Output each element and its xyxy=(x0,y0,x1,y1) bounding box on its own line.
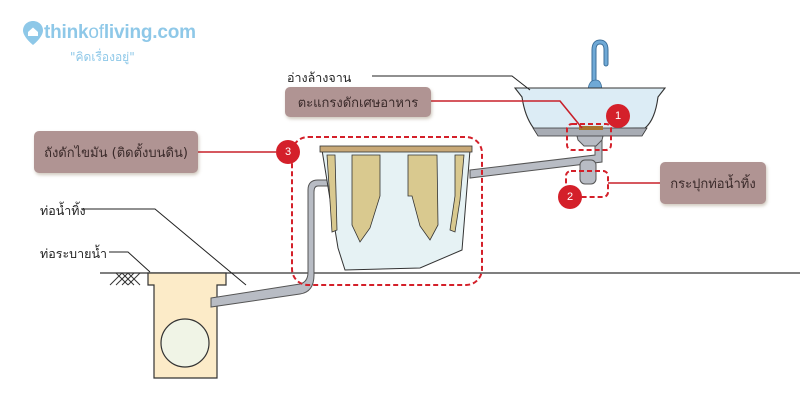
marker-2: 2 xyxy=(558,185,582,209)
tank-wall-right xyxy=(449,154,465,233)
brand-logo: thinkofliving.com "คิดเรื่องอยู่" xyxy=(22,20,196,67)
marker-3: 3 xyxy=(276,140,300,164)
tank-baffle-left xyxy=(351,154,381,243)
food-strainer xyxy=(579,126,603,130)
waste-pipe xyxy=(210,179,329,308)
tank-wall-left xyxy=(326,154,338,233)
highlight-strainer xyxy=(566,123,612,151)
label-drainage-pipe: ท่อระบายน้ำ xyxy=(40,246,108,261)
leader-drainage-pipe xyxy=(109,251,151,273)
tank-lid xyxy=(319,145,473,153)
brand-tagline: "คิดเรื่องอยู่" xyxy=(70,50,135,64)
label-grease-trap: ถังดักไขมัน (ติดตั้งบนดิน) xyxy=(34,131,198,173)
drainage-pipe-section xyxy=(160,318,210,368)
grease-trap-tank-body xyxy=(321,149,471,271)
ground-hatch-icon xyxy=(109,272,141,286)
tank-baffle-right xyxy=(407,154,439,241)
label-sink: อ่างล้างจาน xyxy=(287,70,352,85)
label-strainer: ตะแกรงดักเศษอาหาร xyxy=(285,87,431,117)
brand-name: thinkofliving.com xyxy=(44,22,196,43)
label-waste-pipe: ท่อน้ำทิ้ง xyxy=(40,203,86,218)
highlight-grease-trap xyxy=(291,136,483,286)
location-pin-home-icon xyxy=(23,21,43,45)
leader-strainer xyxy=(431,100,583,129)
marker-1: 1 xyxy=(606,104,630,128)
label-drain-plug: กระปุกท่อน้ำทิ้ง xyxy=(660,162,766,204)
highlight-drain-plug xyxy=(565,170,609,198)
leader-waste-pipe xyxy=(81,208,247,286)
leader-sink xyxy=(372,75,531,91)
